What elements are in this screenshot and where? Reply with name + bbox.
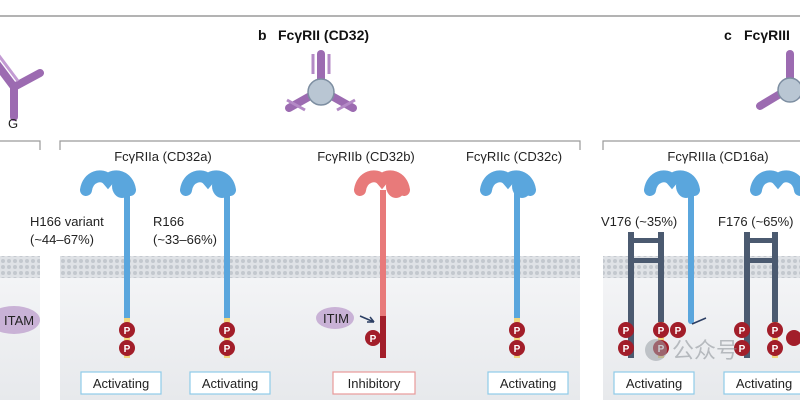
receptor-fcgriiia-v176: P P P P P: [618, 170, 707, 358]
itam-label: ITAM: [4, 313, 34, 328]
variant-r166-line2: (~33–66%): [153, 232, 217, 247]
panel-b-title: FcγRII (CD32): [278, 27, 369, 43]
function-text: Activating: [202, 376, 258, 391]
function-text: Activating: [736, 376, 792, 391]
itim-motif: ITIM: [316, 307, 375, 329]
variant-v176-label: V176 (~35%): [601, 214, 677, 229]
phosphate-label: P: [224, 326, 231, 337]
function-text: Inhibitory: [348, 376, 401, 391]
phosphate-label: P: [224, 344, 231, 355]
phosphate-label: P: [675, 326, 682, 337]
phosphate-label: P: [514, 344, 521, 355]
receptor-name-fcgriiia: FcγRIIIa (CD16a): [667, 149, 768, 164]
variant-r166-line1: R166: [153, 214, 184, 229]
phosphate-label: P: [124, 326, 131, 337]
phosphate-label: P: [370, 334, 377, 345]
phosphate-label: P: [124, 344, 131, 355]
variant-h166-line2: (~44–67%): [30, 232, 94, 247]
function-label-r166: Activating: [189, 371, 271, 395]
variant-f176-label: F176 (~65%): [718, 214, 794, 229]
receptor-name-fcgriia: FcγRIIa (CD32a): [114, 149, 212, 164]
itam-motif-panel-a: ITAM: [0, 306, 40, 334]
receptor-fcgriia-r166: P P: [180, 170, 236, 358]
bracket-panel-c: [602, 140, 800, 150]
itim-label: ITIM: [323, 311, 349, 326]
panel-c-header: c FcγRIII: [724, 27, 790, 43]
panel-a-partial-label: G: [8, 116, 18, 131]
receptor-fcgriic: P P: [480, 170, 536, 358]
receptor-name-fcgriib: FcγRIIb (CD32b): [317, 149, 415, 164]
function-label-fcgriib: Inhibitory: [332, 371, 416, 395]
igg-antibody-icon: [0, 54, 44, 121]
variant-h166-line1: H166 variant: [30, 214, 104, 229]
receptor-fcgriia-h166: P P: [80, 170, 136, 358]
receptor-fcgriiia-f176: P P P P: [734, 170, 800, 358]
phosphate-label: P: [739, 326, 746, 337]
bracket-panel-a: [0, 140, 41, 150]
function-label-fcgriic: Activating: [487, 371, 569, 395]
phosphate-label: P: [772, 326, 779, 337]
phosphate-label: P: [772, 344, 779, 355]
panel-c-letter: c: [724, 27, 732, 43]
bracket-panel-b: [59, 140, 581, 150]
phosphate-label: P: [623, 344, 630, 355]
watermark: 公众号: [645, 338, 738, 363]
phosphate-label: P: [623, 326, 630, 337]
panel-c-title: FcγRIII: [744, 27, 790, 43]
phosphate-label: P: [658, 326, 665, 337]
function-label-v176: Activating: [613, 371, 695, 395]
panel-b-header: b FcγRII (CD32): [258, 27, 369, 43]
receptor-fcgriib: P: [354, 170, 410, 358]
function-text: Activating: [500, 376, 556, 391]
function-text: Activating: [626, 376, 682, 391]
arrow-icon: [691, 317, 707, 325]
arrow-icon: [359, 315, 375, 323]
function-label-f176: Activating: [723, 371, 800, 395]
receptor-name-fcgriic: FcγRIIc (CD32c): [466, 149, 562, 164]
function-text: Activating: [93, 376, 149, 391]
panel-b-letter: b: [258, 27, 267, 43]
igg-antibody-icon: [756, 50, 800, 110]
phosphate-label: P: [514, 326, 521, 337]
phosphate-label: P: [739, 344, 746, 355]
igg-antibody-icon: [285, 50, 357, 112]
watermark-text: 公众号: [672, 338, 738, 363]
function-label-h166: Activating: [80, 371, 162, 395]
